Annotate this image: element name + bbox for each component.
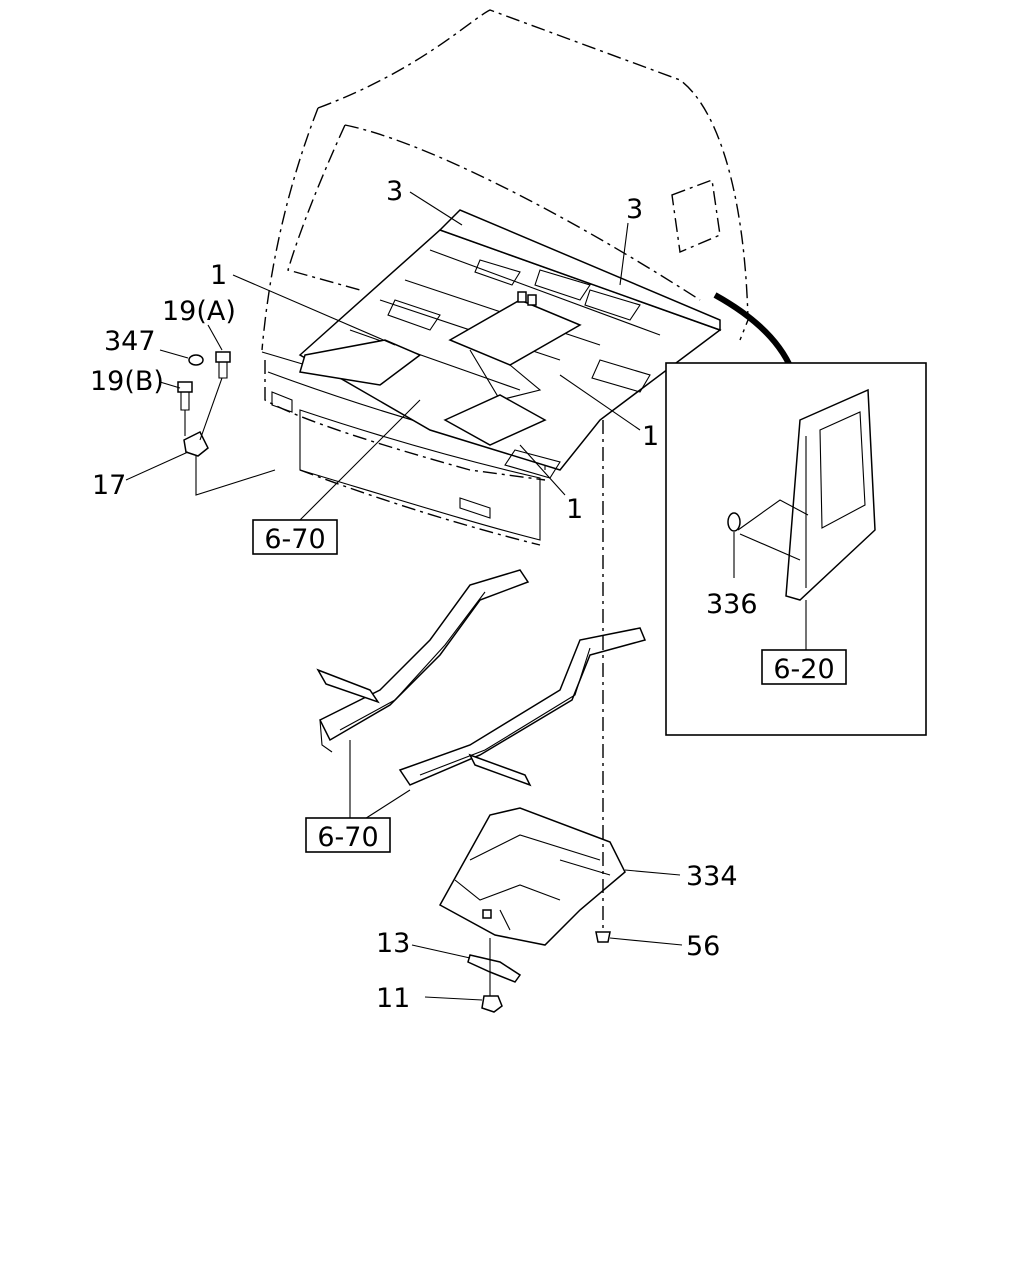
callout-19b: 19(B) xyxy=(90,366,164,397)
ref-label-6-70-upper: 6-70 xyxy=(264,524,325,555)
ref-box-6-70-upper[interactable]: 6-70 xyxy=(252,519,338,555)
ref-box-6-70-lower[interactable]: 6-70 xyxy=(305,817,391,853)
callout-17: 17 xyxy=(92,470,126,501)
callout-334: 334 xyxy=(686,861,738,892)
small-parts xyxy=(467,420,611,1013)
callout-13: 13 xyxy=(376,928,410,959)
bolt-group xyxy=(177,351,276,496)
callout-19a: 19(A) xyxy=(162,296,236,327)
callout-3-right: 3 xyxy=(626,194,643,225)
ref-box-6-20[interactable]: 6-20 xyxy=(761,649,847,685)
callout-336: 336 xyxy=(706,589,758,620)
callout-347: 347 xyxy=(104,326,156,357)
leader-lines xyxy=(125,191,735,1001)
floor-assembly xyxy=(298,209,722,479)
callout-3-left: 3 xyxy=(386,176,403,207)
callout-56: 56 xyxy=(686,931,720,962)
callout-1-upper: 1 xyxy=(210,260,227,291)
floor-cover-334 xyxy=(438,807,626,946)
frame-rails xyxy=(316,569,647,787)
callout-1-right: 1 xyxy=(642,421,659,452)
ref-label-6-70-lower: 6-70 xyxy=(317,822,378,853)
ref-label-6-20: 6-20 xyxy=(773,654,834,685)
callout-11: 11 xyxy=(376,983,410,1014)
callout-1-lower: 1 xyxy=(566,494,583,525)
